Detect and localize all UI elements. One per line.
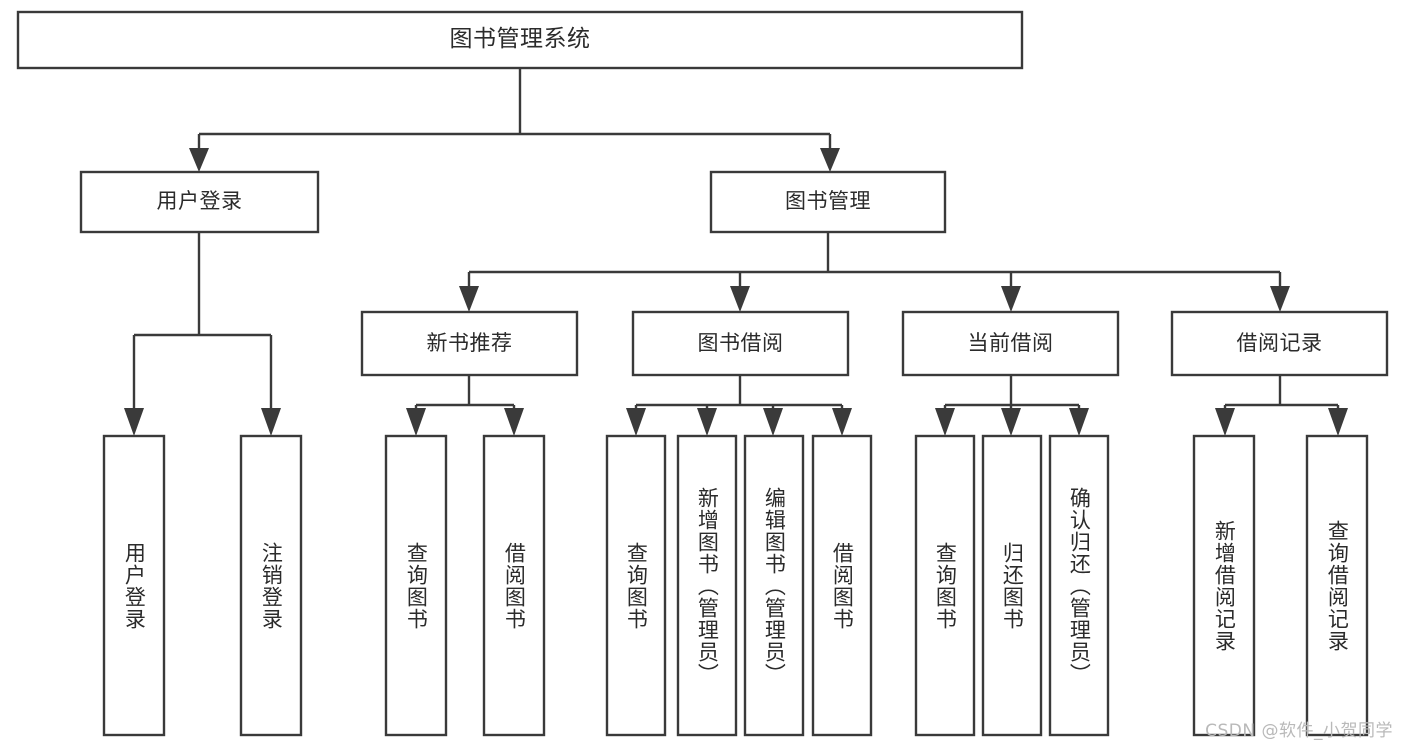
arrowhead-userlogin-2 bbox=[261, 408, 281, 436]
node-box-book-borrow[interactable] bbox=[631, 310, 850, 377]
node-box-user-login[interactable] bbox=[79, 170, 320, 234]
node-box-leaf-user-login[interactable] bbox=[102, 434, 166, 737]
node-box-leaf-query-book-1[interactable] bbox=[384, 434, 448, 737]
node-box-current-borrow[interactable] bbox=[901, 310, 1120, 377]
node-box-leaf-query-book-3[interactable] bbox=[914, 434, 976, 737]
node-box-leaf-return-book[interactable] bbox=[981, 434, 1043, 737]
node-box-root-system[interactable] bbox=[16, 10, 1024, 70]
arrowhead-newbook-1 bbox=[406, 408, 426, 436]
node-box-leaf-confirm-return-admin[interactable] bbox=[1048, 434, 1110, 737]
node-box-book-management[interactable] bbox=[709, 170, 947, 234]
node-box-leaf-borrow-book-2[interactable] bbox=[811, 434, 873, 737]
arrowhead-borrowrecord-2 bbox=[1328, 408, 1348, 436]
arrowhead-level1-1 bbox=[189, 148, 209, 172]
arrowhead-bookborrow-3 bbox=[763, 408, 783, 436]
arrowhead-level2-3 bbox=[1001, 286, 1021, 312]
node-box-leaf-edit-book-admin[interactable] bbox=[743, 434, 805, 737]
node-box-leaf-borrow-book-1[interactable] bbox=[482, 434, 546, 737]
node-box-new-book-recommend[interactable] bbox=[360, 310, 579, 377]
node-box-leaf-add-borrow-record[interactable] bbox=[1192, 434, 1256, 737]
arrowhead-currentborrow-1 bbox=[935, 408, 955, 436]
arrowhead-level2-4 bbox=[1270, 286, 1290, 312]
node-box-leaf-query-borrow-record[interactable] bbox=[1305, 434, 1369, 737]
arrowhead-borrowrecord-1 bbox=[1215, 408, 1235, 436]
node-box-borrow-record[interactable] bbox=[1170, 310, 1389, 377]
node-box-leaf-add-book-admin[interactable] bbox=[676, 434, 738, 737]
arrowhead-userlogin-1 bbox=[124, 408, 144, 436]
arrowhead-bookborrow-2 bbox=[697, 408, 717, 436]
node-box-leaf-query-book-2[interactable] bbox=[605, 434, 667, 737]
arrowhead-level2-1 bbox=[459, 286, 479, 312]
arrowhead-currentborrow-2 bbox=[1001, 408, 1021, 436]
node-box-leaf-logout[interactable] bbox=[239, 434, 303, 737]
arrowhead-level2-2 bbox=[730, 286, 750, 312]
arrowhead-newbook-2 bbox=[504, 408, 524, 436]
arrowhead-bookborrow-1 bbox=[626, 408, 646, 436]
arrowhead-bookborrow-4 bbox=[832, 408, 852, 436]
arrowhead-currentborrow-3 bbox=[1069, 408, 1089, 436]
arrowhead-level1-2 bbox=[820, 148, 840, 172]
